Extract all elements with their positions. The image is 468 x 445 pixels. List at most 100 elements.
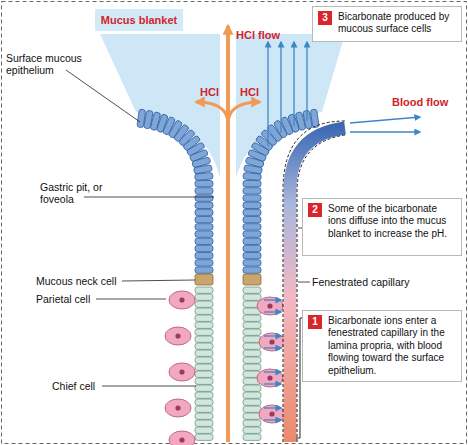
part-label: Parietal cell [36,293,90,305]
parietal-cell [165,399,191,417]
bicarbonate-arrow [264,311,281,312]
chief-cell [195,357,213,363]
parietal-cell [165,327,191,345]
chief-cell [195,301,213,307]
parietal-cell [259,333,285,351]
callout-box: 1 Bicarbonate ions enter a fenestrated ca… [302,310,462,382]
cell-nucleus [267,375,272,380]
chief-cell [195,434,213,440]
surface-mucous-cell [195,267,213,273]
callout-text: Bicarbonate ions enter a fenestrated cap… [328,315,457,377]
chief-cell [195,308,213,314]
blood-flow-arrow [350,131,420,133]
hcl-branch-arrow [228,102,260,124]
cell-nucleus [267,303,272,308]
surface-mucous-cell [243,252,261,258]
surface-mucous-cell [195,216,213,222]
hcl-flow-arrow [226,26,230,442]
bicarbonate-arrow [264,347,281,348]
chief-cell [195,336,213,342]
parietal-cell [169,363,195,381]
surface-mucous-cell [195,188,213,194]
surface-mucous-cell [195,209,213,215]
cell-nucleus [179,297,184,302]
callout-number: 3 [318,11,332,25]
chief-cell [243,357,261,363]
chief-cell [195,420,213,426]
cell-nucleus [269,339,274,344]
parietal-cell [169,291,195,309]
chief-cell [243,329,261,335]
bicarbonate-arrow [264,371,281,372]
bicarbonate-arrow [267,42,268,146]
cell-nucleus [175,333,180,338]
surface-mucous-cell [195,231,213,237]
flow-label: Blood flow [392,96,448,108]
callout-box: 3 Bicarbonate produced by mucous surface … [312,6,462,42]
chief-cell [195,315,213,321]
leader-line [96,299,166,300]
surface-mucous-cell [195,195,213,201]
cell-nucleus [175,405,180,410]
chief-cell [243,343,261,349]
chief-cell [243,364,261,370]
parietal-cell [257,297,283,315]
cell-nucleus [179,369,184,374]
mucus-layer [100,34,220,178]
leader-line [102,386,196,387]
chief-cell [243,322,261,328]
part-label: Surface mucous epithelium [6,52,90,76]
chief-cell [195,385,213,391]
chief-cell [195,287,213,293]
part-label: Chief cell [52,380,95,392]
callout-number: 2 [308,203,322,217]
callout-text: Bicarbonate produced by mucous surface c… [338,11,457,36]
chief-cell [195,399,213,405]
chief-cell [195,427,213,433]
part-label: Gastric pit, or foveola [40,181,126,205]
hcl-branch-arrow [196,102,228,124]
surface-mucous-cell [243,260,261,266]
bicarbonate-arrow [306,42,307,121]
chief-cell [243,392,261,398]
surface-mucous-cell [243,195,261,201]
surface-mucous-cell [243,267,261,273]
chief-cell [243,287,261,293]
surface-mucous-cell [195,202,213,208]
parietal-cell [257,369,283,387]
chief-cell [195,343,213,349]
part-label: Fenestrated capillary [312,276,409,288]
cell-nucleus [179,437,184,442]
surface-mucous-cell [195,180,213,186]
surface-mucous-cell [195,260,213,266]
chief-cell [243,399,261,405]
bicarbonate-arrow [264,299,281,300]
chief-cell [195,329,213,335]
chief-cell [243,350,261,356]
callout-box: 2 Some of the bicarbonate ions diffuse in… [302,198,462,256]
chief-cell [195,322,213,328]
callout-text: Some of the bicarbonate ions diffuse int… [328,203,457,240]
flow-label: HCl [240,86,259,98]
chief-cell [195,413,213,419]
surface-mucous-cell [243,209,261,215]
leader-line [298,282,310,283]
surface-mucous-cell [243,188,261,194]
mucous-neck-cell [243,274,261,285]
chief-cell [243,294,261,300]
callout-number: 1 [308,315,322,329]
mucous-neck-cell [195,274,213,285]
flow-label: HCl flow [236,29,280,41]
chief-cell [243,420,261,426]
chief-cell [243,406,261,412]
mucus-band: Mucus blanket [95,9,183,31]
parietal-cell [259,405,285,423]
bicarbonate-arrow-group [264,300,281,420]
bicarbonate-arrow [280,42,281,133]
chief-cell [195,378,213,384]
chief-cell [243,413,261,419]
surface-mucous-cell [243,238,261,244]
parietal-cell-group [165,291,285,445]
surface-mucous-cell [243,202,261,208]
cell-nucleus [269,411,274,416]
